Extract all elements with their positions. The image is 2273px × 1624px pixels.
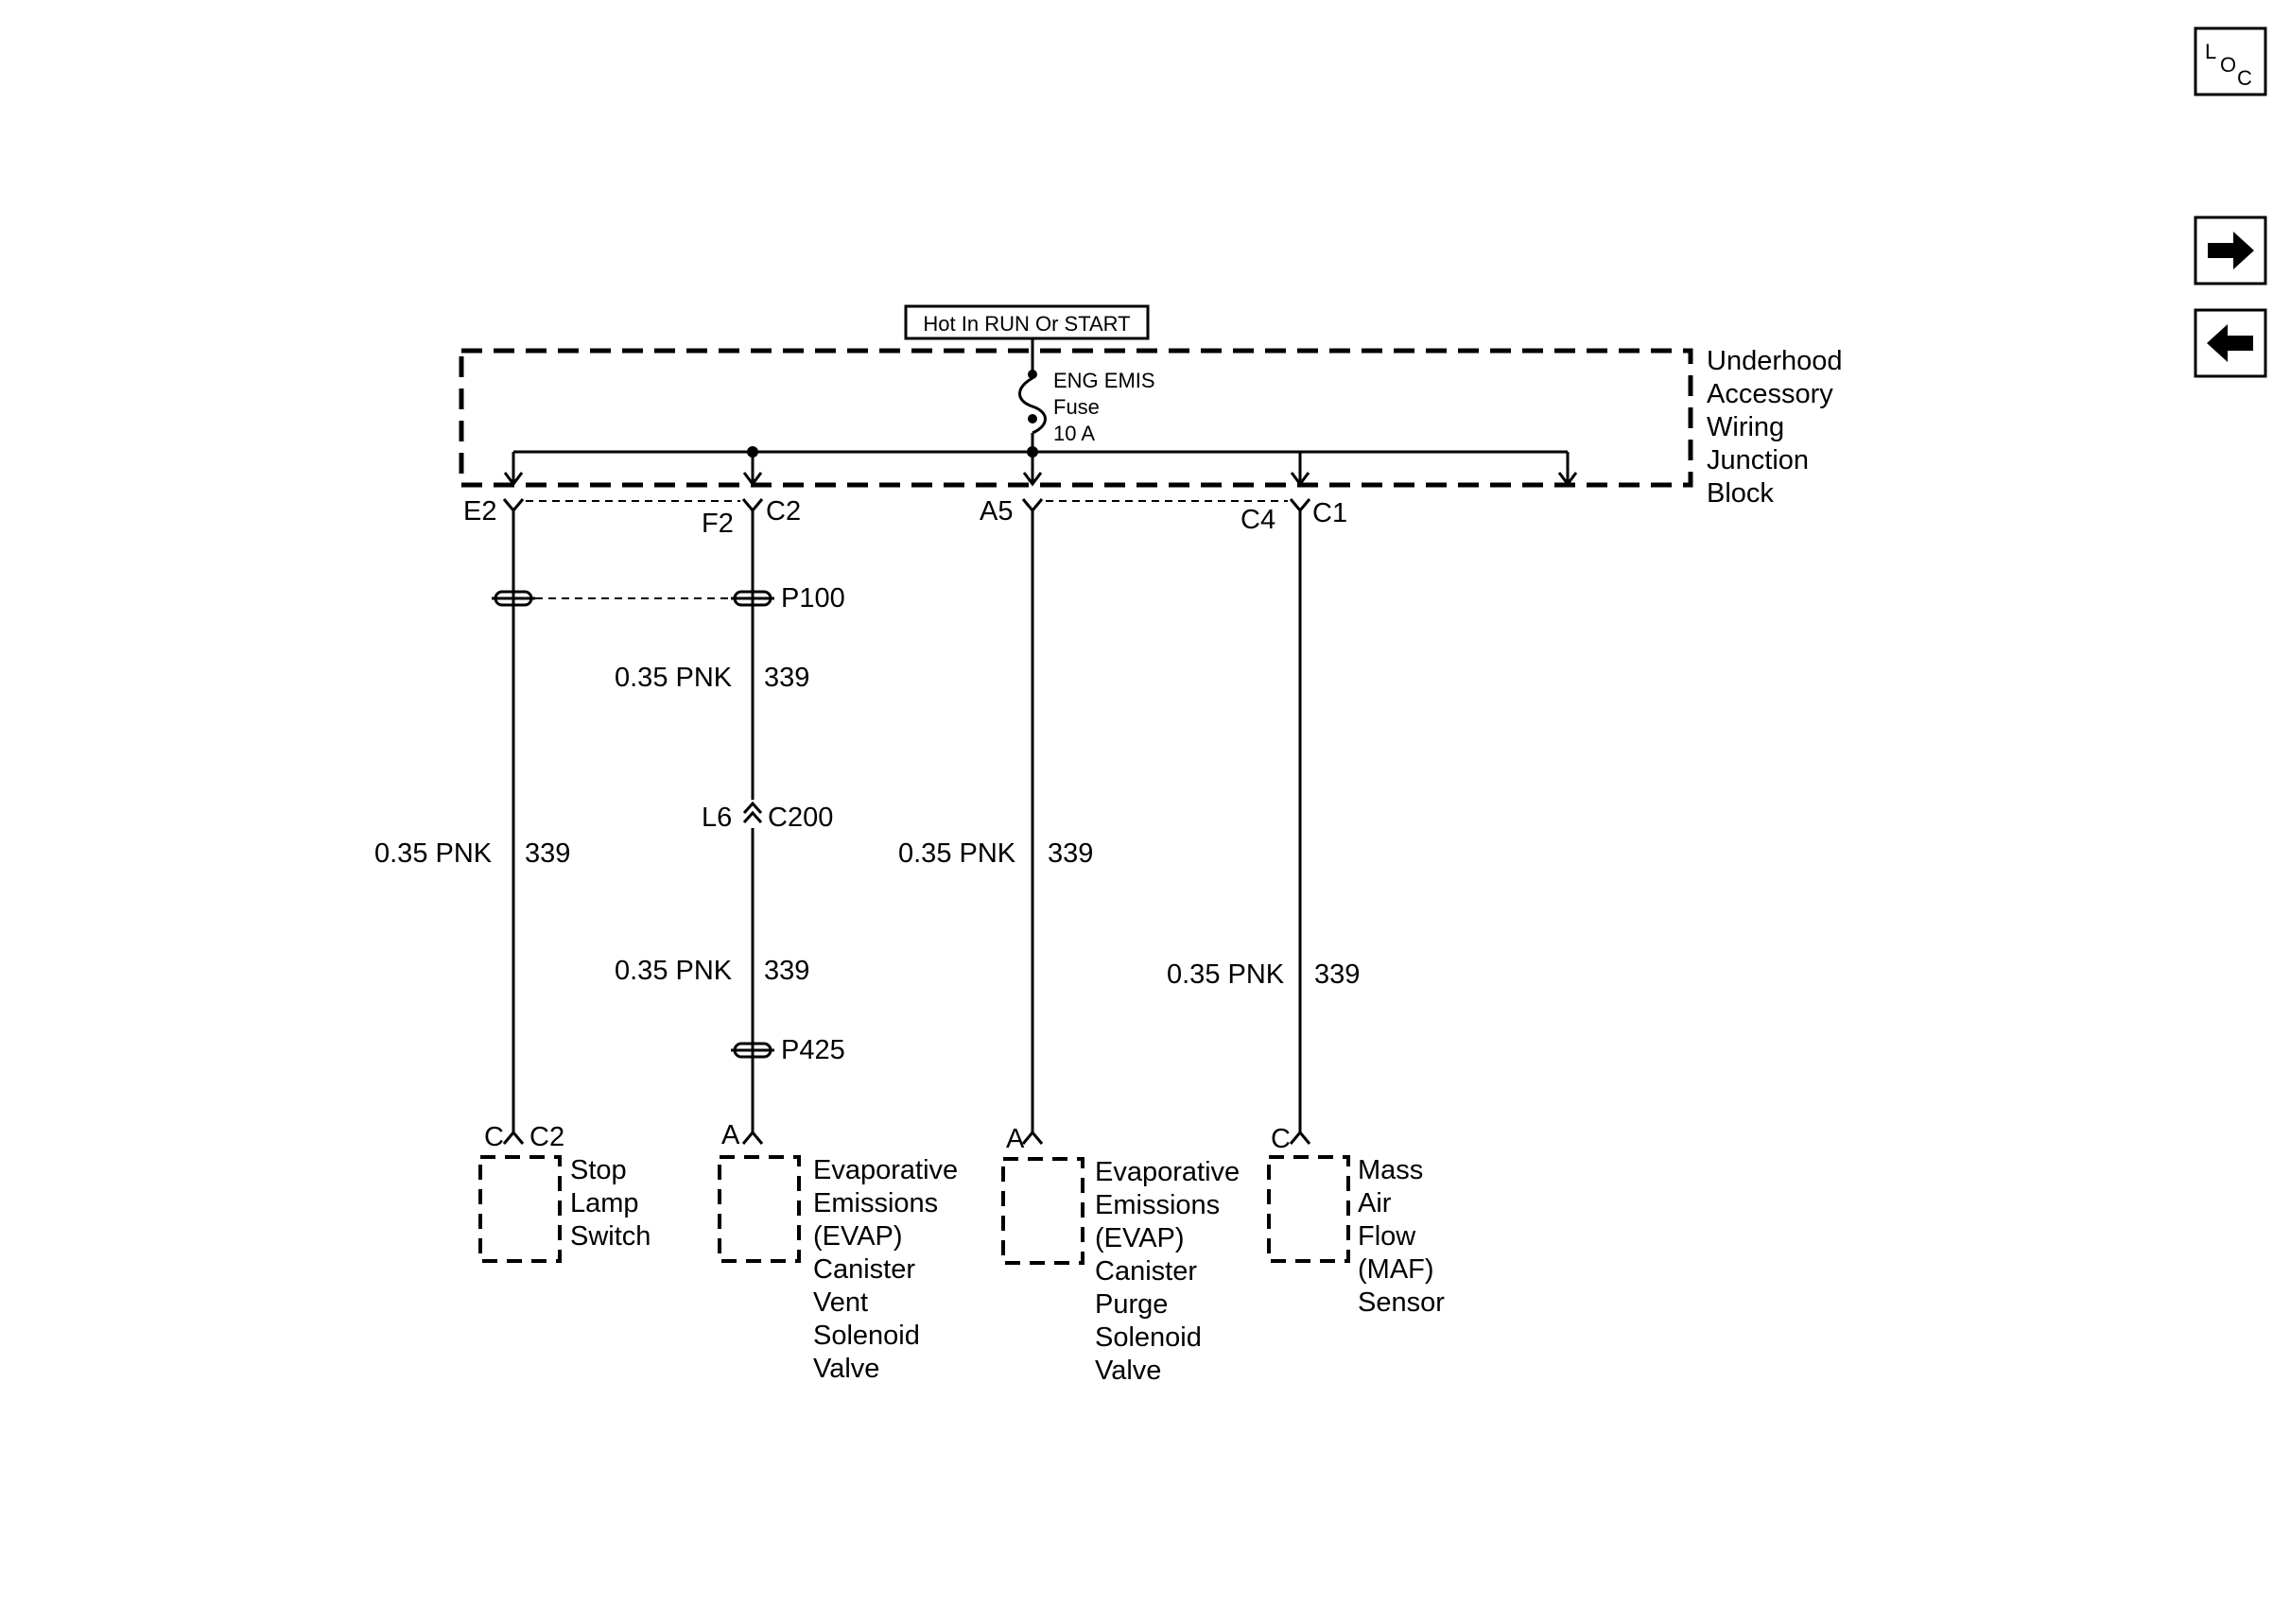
svg-text:Canister: Canister <box>813 1254 915 1285</box>
wire-circuit: 339 <box>764 956 809 986</box>
terminal-c4: C4 <box>1241 505 1275 535</box>
wire-label: 0.35 PNK <box>615 663 733 693</box>
svg-text:Junction: Junction <box>1707 445 1809 475</box>
svg-text:Accessory: Accessory <box>1707 379 1833 409</box>
terminal-a5: A5 <box>980 496 1013 527</box>
power-source-label: Hot In RUN Or START <box>904 304 1150 340</box>
splice-pack-left <box>492 590 535 607</box>
connector-symbols-bottom <box>502 1130 1311 1145</box>
wire-circuit: 339 <box>525 838 570 869</box>
svg-text:Stop: Stop <box>570 1155 627 1185</box>
svg-text:Solenoid: Solenoid <box>813 1321 920 1351</box>
svg-text:Underhood: Underhood <box>1707 346 1843 376</box>
svg-text:Block: Block <box>1707 478 1774 509</box>
svg-text:Lamp: Lamp <box>570 1188 639 1218</box>
svg-text:Mass: Mass <box>1358 1155 1423 1185</box>
inline-connector-pin: L6 <box>702 803 732 833</box>
svg-text:C2: C2 <box>529 1122 564 1152</box>
back-button[interactable] <box>2194 308 2267 378</box>
svg-text:C: C <box>2237 66 2252 90</box>
splice-p425-label: P425 <box>781 1035 845 1065</box>
inline-connector-name: C200 <box>768 803 833 833</box>
wire-label: 0.35 PNK <box>898 838 1016 869</box>
svg-text:Valve: Valve <box>1095 1356 1161 1386</box>
svg-text:Flow: Flow <box>1358 1221 1416 1252</box>
svg-text:Solenoid: Solenoid <box>1095 1322 1202 1353</box>
bus-drops <box>503 452 1578 487</box>
component-maf-sensor: C Mass Air Flow (MAF) Sensor <box>1267 1124 1445 1318</box>
wire-label: 0.35 PNK <box>1167 959 1285 990</box>
svg-text:Air: Air <box>1358 1188 1392 1218</box>
splice-p100-label: P100 <box>781 583 845 613</box>
splice-p425: P425 <box>731 1035 845 1065</box>
wire-circuit: 339 <box>1048 838 1093 869</box>
svg-text:Emissions: Emissions <box>813 1188 938 1218</box>
inline-connector-c200: L6 C200 <box>702 800 833 833</box>
arrow-right-icon <box>2208 232 2254 269</box>
wire-label: 0.35 PNK <box>615 956 733 986</box>
junction-block-outline <box>459 348 1693 488</box>
svg-text:C: C <box>1271 1124 1291 1154</box>
svg-text:10 A: 10 A <box>1053 422 1095 445</box>
svg-text:Purge: Purge <box>1095 1289 1168 1320</box>
svg-text:A: A <box>1006 1124 1025 1154</box>
terminal-c2: C2 <box>766 496 801 527</box>
power-source-text: Hot In RUN Or START <box>923 312 1130 336</box>
wire-label: 0.35 PNK <box>374 838 493 869</box>
terminal-c1: C1 <box>1312 498 1347 528</box>
svg-text:Emissions: Emissions <box>1095 1190 1220 1220</box>
svg-text:Sensor: Sensor <box>1358 1287 1445 1318</box>
terminal-f2: F2 <box>702 509 734 539</box>
terminal-e2: E2 <box>463 496 496 527</box>
location-icon: L O C <box>2205 40 2252 90</box>
wire-circuit: 339 <box>1314 959 1360 990</box>
forward-button[interactable] <box>2194 216 2267 285</box>
svg-text:(EVAP): (EVAP) <box>813 1221 903 1252</box>
splice-p100: P100 <box>731 583 845 613</box>
svg-text:(MAF): (MAF) <box>1358 1254 1434 1285</box>
component-evap-purge-valve: A Evaporative Emissions (EVAP) Canister … <box>1001 1124 1240 1386</box>
svg-text:(EVAP): (EVAP) <box>1095 1223 1185 1253</box>
svg-text:Switch: Switch <box>570 1221 651 1252</box>
svg-text:Wiring: Wiring <box>1707 412 1784 442</box>
svg-text:C: C <box>484 1122 504 1152</box>
fuse-icon <box>1018 376 1047 435</box>
svg-text:Evaporative: Evaporative <box>813 1155 958 1185</box>
svg-text:L: L <box>2205 40 2216 63</box>
svg-text:O: O <box>2220 53 2236 77</box>
component-stop-lamp-switch: C C2 Stop Lamp Switch <box>478 1122 651 1263</box>
svg-text:A: A <box>721 1120 740 1150</box>
location-button[interactable]: L O C <box>2194 26 2267 96</box>
component-evap-vent-valve: A Evaporative Emissions (EVAP) Canister … <box>718 1120 958 1384</box>
svg-text:Evaporative: Evaporative <box>1095 1157 1240 1187</box>
wire-circuit: 339 <box>764 663 809 693</box>
svg-text:Fuse: Fuse <box>1053 395 1100 419</box>
svg-text:Valve: Valve <box>813 1354 879 1384</box>
svg-text:ENG EMIS: ENG EMIS <box>1053 369 1155 392</box>
svg-text:Vent: Vent <box>813 1287 868 1318</box>
fuse-eng-emis: ENG EMIS Fuse 10 A <box>1018 338 1155 452</box>
arrow-left-icon <box>2207 324 2253 362</box>
junction-block-label: Underhood Accessory Wiring Junction Bloc… <box>1707 346 1843 509</box>
svg-text:Canister: Canister <box>1095 1256 1197 1287</box>
